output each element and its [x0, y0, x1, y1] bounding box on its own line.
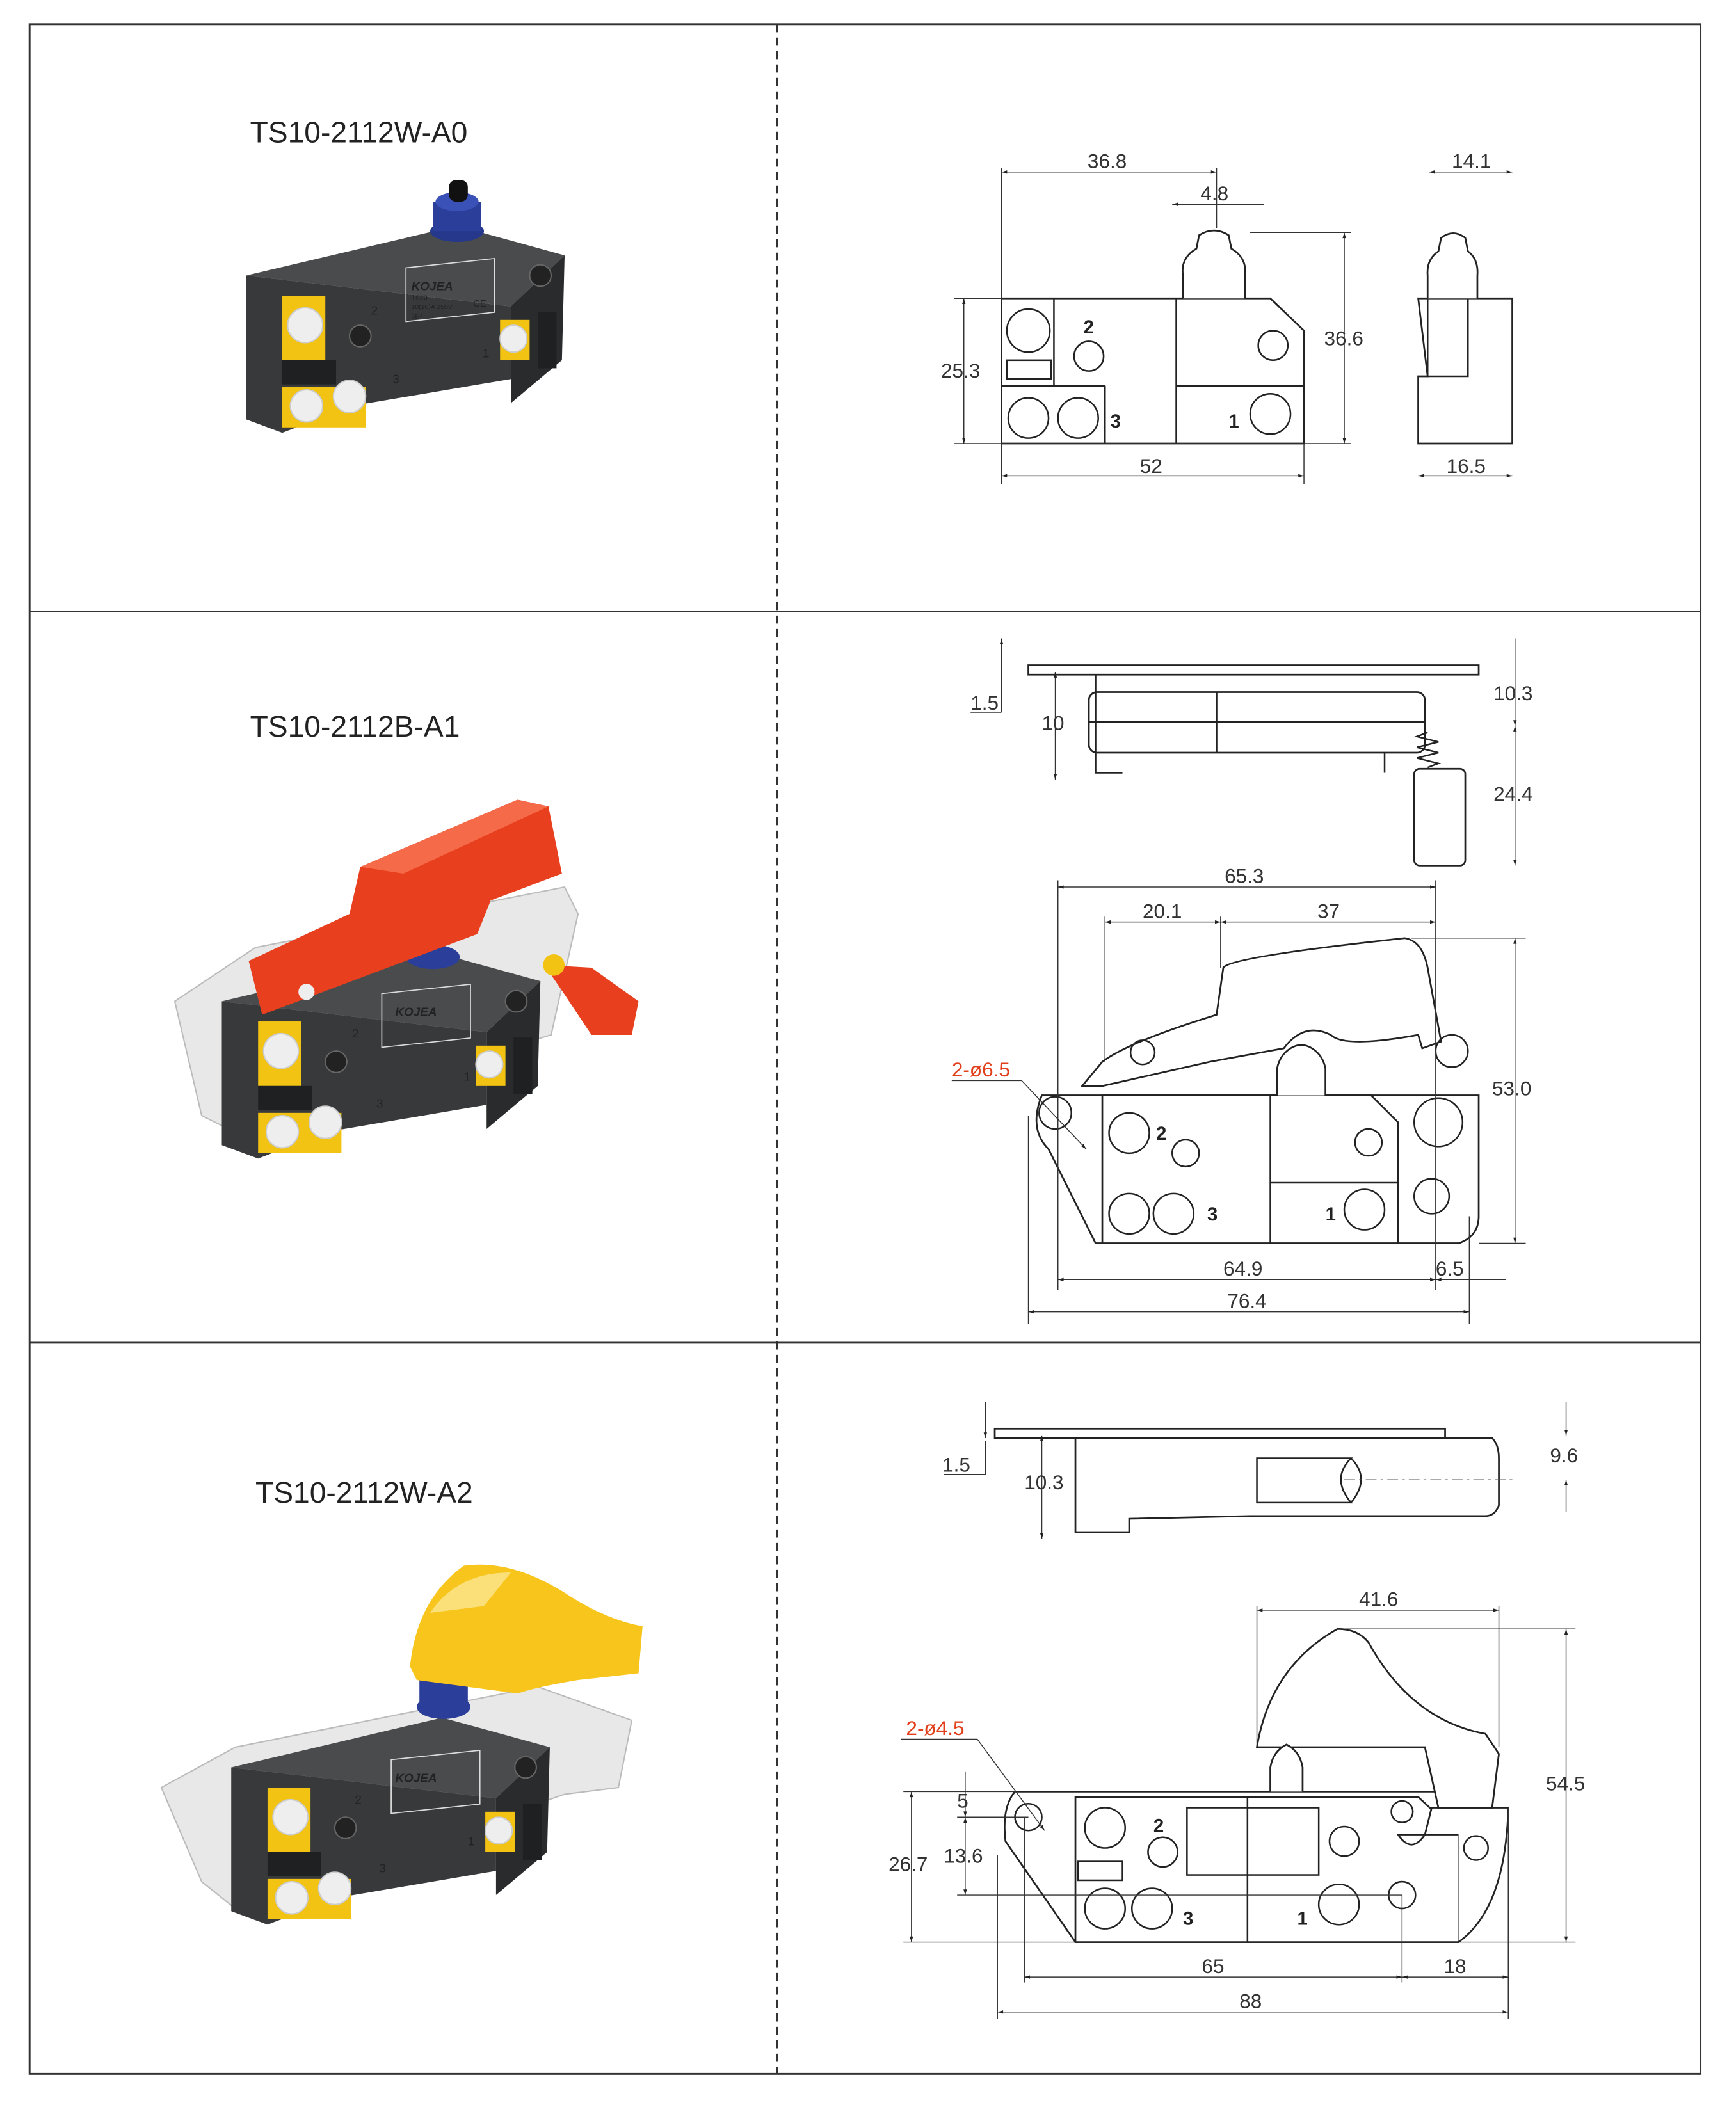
dimension-label: 36.8 — [1088, 150, 1127, 173]
dimension-label: 76.4 — [1227, 1289, 1266, 1312]
terminal-label: 1 — [464, 1070, 471, 1084]
terminal-label: 3 — [1111, 411, 1121, 432]
dimension-label: 53.0 — [1492, 1077, 1531, 1100]
dimension-label: 88 — [1239, 1989, 1262, 2012]
dimension-label: 5 — [957, 1789, 968, 1812]
model-code-label: TS10 — [412, 294, 428, 301]
terminal-label: 2 — [1153, 1815, 1164, 1836]
dimension-label: 26.7 — [888, 1852, 928, 1875]
product-photo: KOJEA 2 3 1 — [173, 799, 639, 1160]
dimension-label: 6.5 — [1436, 1257, 1464, 1280]
technical-drawing: 1.5 10.3 9.6 2 3 1 — [888, 1402, 1585, 2019]
technical-drawing: 1.5 10 10.3 24.4 2 3 1 65 — [952, 638, 1532, 1324]
terminal-label: 1 — [1326, 1204, 1336, 1225]
dimension-label: 9.6 — [1550, 1444, 1578, 1467]
terminal-label: 1 — [468, 1835, 475, 1848]
dimension-label: 10 — [1042, 711, 1065, 734]
dimension-label: 36.6 — [1324, 327, 1363, 350]
dimension-label: 14.1 — [1452, 150, 1491, 173]
dimension-label: 1.5 — [970, 691, 999, 714]
rating-label: 10(10)A 250V~ — [412, 303, 456, 311]
dimension-label: 24.4 — [1493, 783, 1532, 806]
dimension-label: 65.3 — [1225, 865, 1264, 888]
dimension-label: 65 — [1202, 1955, 1224, 1978]
terminal-label: 3 — [392, 373, 399, 387]
dimension-label: 20.1 — [1143, 899, 1182, 922]
dimension-label: 10.3 — [1024, 1471, 1063, 1494]
product-photo: KOJEA 2 3 1 — [160, 1564, 643, 1926]
terminal-label: 3 — [1183, 1908, 1193, 1929]
dimension-label: 54.5 — [1546, 1772, 1585, 1795]
terminal-label: 1 — [483, 348, 490, 361]
product-row-1: TS10-2112W-A0 KOJEA TS10 10(10)A 250V~ 5… — [245, 116, 1513, 484]
terminal-label: 2 — [1156, 1123, 1166, 1144]
dimension-label: 37 — [1317, 899, 1340, 922]
product-row-3: TS10-2112W-A2 KOJEA 2 3 1 1.5 10.3 9.6 — [160, 1402, 1585, 2019]
terminal-label: 3 — [376, 1097, 383, 1110]
product-model: TS10-2112W-A0 — [250, 116, 468, 149]
terminal-label: 1 — [1298, 1908, 1308, 1929]
brand-label: KOJEA — [412, 280, 453, 294]
terminal-label: 2 — [1084, 317, 1094, 338]
dimension-label: 41.6 — [1359, 1588, 1398, 1611]
product-row-2: TS10-2112B-A1 KOJEA 2 3 1 — [173, 638, 1532, 1324]
terminal-label: 2 — [371, 304, 378, 317]
dimension-label: 64.9 — [1223, 1257, 1262, 1280]
brand-label: KOJEA — [395, 1006, 437, 1020]
terminal-label: 3 — [1207, 1204, 1218, 1225]
brand-label: KOJEA — [395, 1772, 437, 1786]
terminal-label: 3 — [379, 1862, 386, 1875]
dimension-label: 16.5 — [1447, 454, 1486, 477]
terminal-label: 2 — [352, 1027, 359, 1041]
dimension-label: 1.5 — [942, 1453, 970, 1476]
dimension-label: 52 — [1140, 454, 1162, 477]
dimension-label: 10.3 — [1493, 682, 1532, 705]
mounting-hole-label: 2-ø4.5 — [906, 1716, 964, 1740]
dimension-label: 4.8 — [1200, 182, 1228, 205]
mounting-hole-label: 2-ø6.5 — [952, 1058, 1010, 1081]
dimension-label: 25.3 — [941, 359, 980, 382]
product-model: TS10-2112W-A2 — [255, 1476, 473, 1509]
life-code-label: 5E4 — [412, 313, 424, 321]
table-frame — [28, 23, 1702, 2075]
certification-mark: CE — [473, 299, 486, 309]
terminal-label: 1 — [1228, 411, 1239, 432]
product-model: TS10-2112B-A1 — [250, 710, 460, 743]
technical-drawing: 2 3 1 36.8 4.8 36.6 25.3 52 14.1 16.5 — [941, 150, 1513, 484]
terminal-label: 2 — [355, 1793, 362, 1807]
dimension-label: 18 — [1443, 1955, 1466, 1978]
dimension-label: 13.6 — [944, 1844, 983, 1868]
product-photo: KOJEA TS10 10(10)A 250V~ 5E4 CE 2 3 1 — [245, 180, 566, 434]
